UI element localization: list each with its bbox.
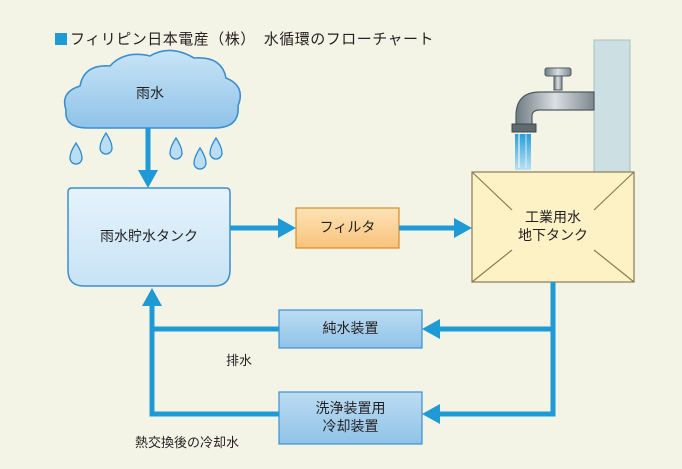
- filter-label: フィルタ: [319, 220, 376, 236]
- rain-label: 雨水: [136, 86, 164, 102]
- cooling-water-label: 熱交換後の冷却水: [135, 436, 240, 451]
- cleaning-label-line1: 洗浄装置用: [315, 401, 386, 417]
- arrow-heads: [138, 170, 472, 424]
- wall: [593, 39, 631, 176]
- pure-water-shape: [278, 309, 423, 349]
- arrow-cleaning-to-tank: [149, 329, 279, 417]
- cleaning-label-line2: 冷却装置: [322, 419, 379, 435]
- rain-tank-label: 雨水貯水タンク: [100, 229, 198, 245]
- rain-tank-node[interactable]: 雨水貯水タンク: [68, 188, 230, 286]
- diagram-title: フィリピン日本電産（株） 水循環のフローチャート: [55, 28, 434, 49]
- underground-tank-label-line2: 地下タンク: [518, 228, 588, 244]
- flow-arrows: [145, 128, 556, 417]
- title-marker-square: [55, 33, 67, 45]
- underground-tank-node[interactable]: 工業用水 地下タンク: [472, 172, 634, 282]
- cleaning-shape: [278, 391, 423, 445]
- faucet-icon: [511, 67, 595, 170]
- pure-water-node[interactable]: 純水装置: [279, 310, 422, 348]
- cleaning-node[interactable]: 洗浄装置用 冷却装置: [279, 392, 422, 444]
- rain-tank-shape: [67, 187, 231, 287]
- title-text: フィリピン日本電産（株） 水循環のフローチャート: [70, 30, 435, 48]
- arrow-underground-to-cleaning: [437, 282, 556, 417]
- filter-node[interactable]: フィルタ: [296, 208, 399, 248]
- arrow-pure-to-tank: [149, 306, 279, 332]
- pure-water-label: 純水装置: [322, 321, 379, 337]
- cloud-icon: [63, 49, 242, 129]
- drain-label: 排水: [226, 354, 253, 369]
- raindrop-icon: [69, 131, 223, 170]
- underground-tank-label-line1: 工業用水: [525, 210, 581, 226]
- filter-shape: [295, 207, 400, 249]
